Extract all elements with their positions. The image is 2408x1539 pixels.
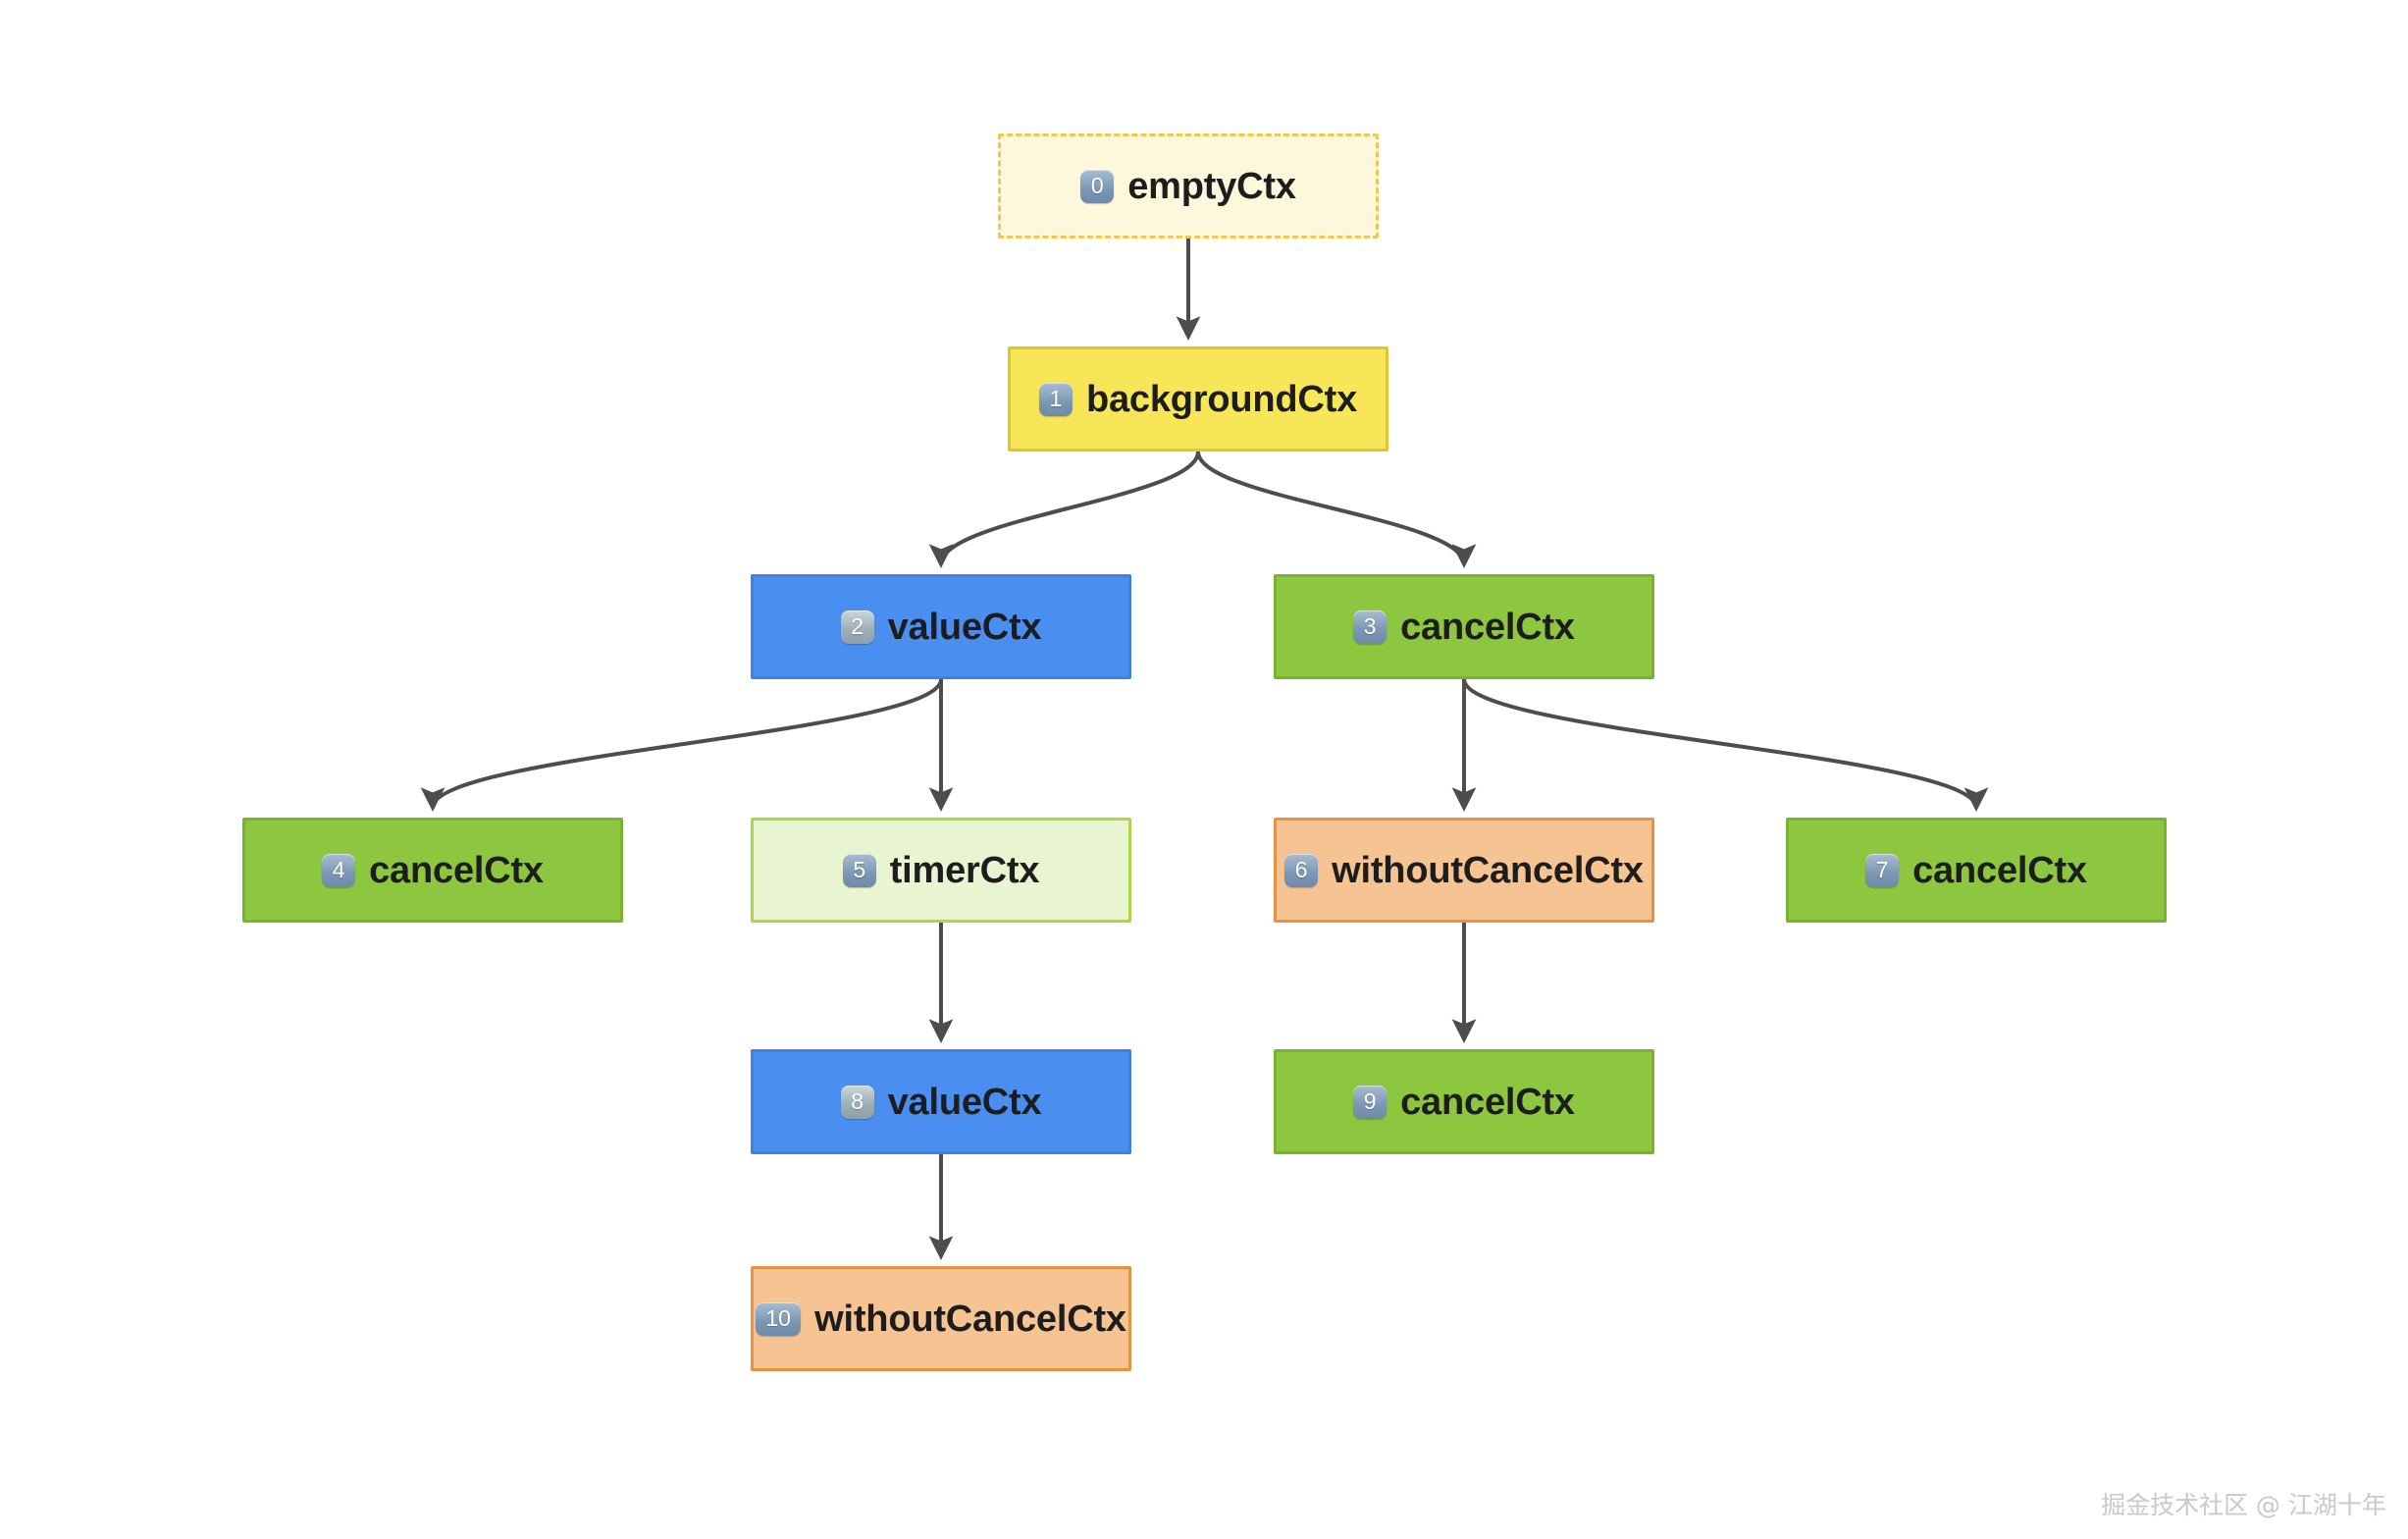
node-badge: 1: [1038, 382, 1073, 416]
node-badge: 4: [322, 853, 356, 887]
watermark: 掘金技术社区 @ 江湖十年: [2101, 1491, 2386, 1519]
node-label: withoutCancelCtx: [1332, 849, 1644, 891]
edge-n2-to-n4: [420, 678, 943, 812]
node-cancelctx-7[interactable]: 7 cancelCtx: [1786, 818, 2167, 923]
node-valuectx-8[interactable]: 8 valueCtx: [751, 1049, 1131, 1154]
node-label: withoutCancelCtx: [814, 1298, 1126, 1340]
node-cancelctx-4[interactable]: 4 cancelCtx: [242, 818, 623, 923]
node-valuectx-2[interactable]: 2 valueCtx: [751, 574, 1131, 679]
node-label: valueCtx: [887, 1081, 1042, 1123]
node-badge: 0: [1080, 169, 1115, 203]
node-label: backgroundCtx: [1085, 378, 1358, 420]
node-emptyctx-0[interactable]: 0 emptyCtx: [998, 133, 1379, 239]
node-label: timerCtx: [889, 849, 1040, 891]
node-badge: 2: [840, 610, 874, 644]
node-cancelctx-9[interactable]: 9 cancelCtx: [1274, 1049, 1654, 1154]
node-badge: 8: [840, 1085, 874, 1119]
edge-n1-to-n3: [1196, 451, 1477, 568]
node-backgroundctx-1[interactable]: 1 backgroundCtx: [1008, 346, 1388, 451]
node-timerctx-5[interactable]: 5 timerCtx: [751, 818, 1131, 923]
node-label: cancelCtx: [1912, 849, 2087, 891]
node-badge: 6: [1284, 853, 1319, 887]
edge-n1-to-n2: [928, 451, 1200, 568]
node-label: cancelCtx: [1400, 606, 1575, 648]
node-cancelctx-3[interactable]: 3 cancelCtx: [1274, 574, 1654, 679]
edge-n3-to-n7: [1462, 678, 1989, 812]
node-badge: 5: [842, 853, 876, 887]
node-label: emptyCtx: [1127, 165, 1296, 207]
node-withoutcancelctx-6[interactable]: 6 withoutCancelCtx: [1274, 818, 1654, 923]
node-withoutcancelctx-10[interactable]: 10 withoutCancelCtx: [751, 1266, 1131, 1371]
node-badge: 9: [1353, 1085, 1387, 1119]
node-label: cancelCtx: [1400, 1081, 1575, 1123]
node-label: cancelCtx: [369, 849, 544, 891]
node-label: valueCtx: [887, 606, 1042, 648]
node-badge: 7: [1865, 853, 1900, 887]
node-badge: 3: [1353, 610, 1387, 644]
node-badge: 10: [756, 1301, 802, 1336]
